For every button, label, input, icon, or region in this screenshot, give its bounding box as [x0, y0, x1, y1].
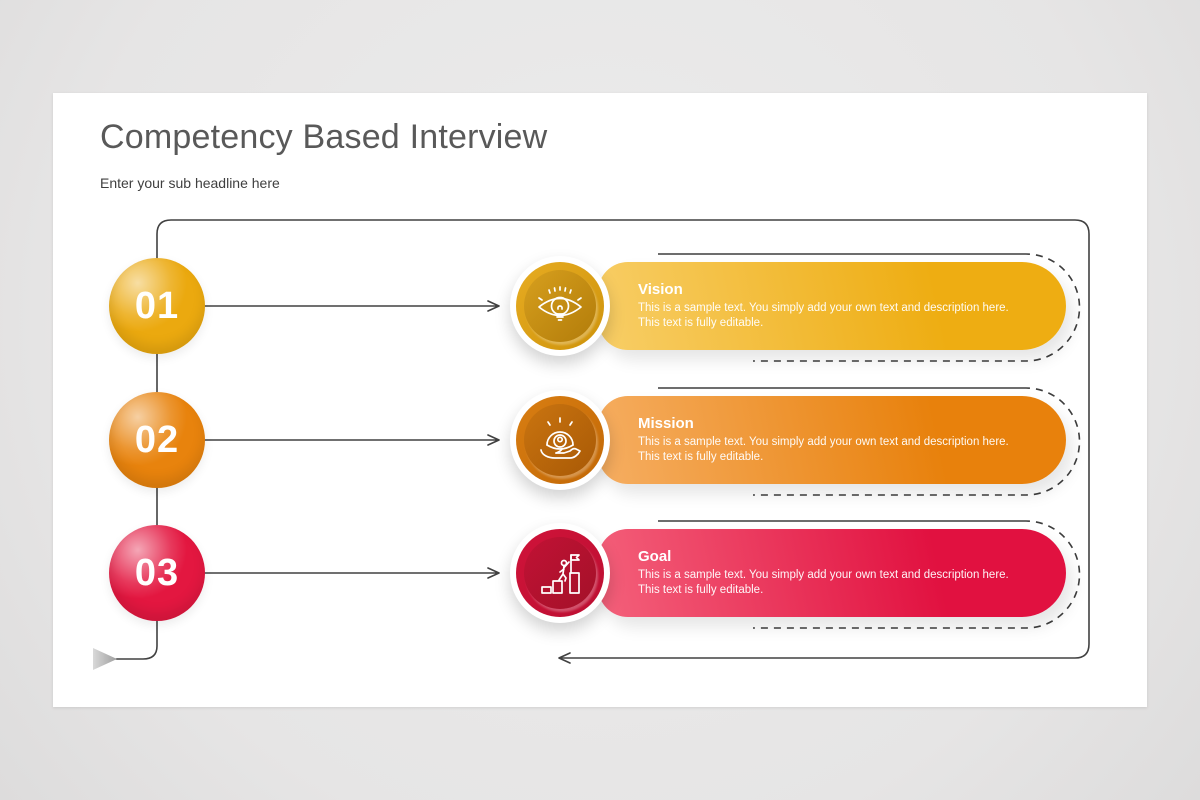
step-number-circle: 02 [109, 392, 205, 488]
pill-title: Goal [638, 548, 672, 566]
icon-badge [510, 256, 610, 356]
pill-description: This is a sample text. You simply add yo… [638, 302, 1009, 329]
step-number: 03 [134, 551, 180, 594]
step-number: 02 [134, 418, 180, 461]
step-number-circle: 03 [109, 525, 205, 621]
tail-end-marker [93, 648, 117, 670]
arrow-row3 [204, 567, 500, 579]
icon-badge [510, 523, 610, 623]
arrow-row2 [204, 434, 500, 446]
icon-badge-inner [516, 262, 604, 350]
pill-description: This is a sample text. You simply add yo… [638, 436, 1009, 463]
page-subtitle: Enter your sub headline here [100, 175, 280, 191]
goal-flag-steps-icon [541, 554, 580, 594]
info-pill: Goal This is a sample text. You simply a… [598, 529, 1066, 617]
step-number-circle: 01 [109, 258, 205, 354]
process-diagram: Vision This is a sample text. You simply… [53, 93, 1147, 707]
step-number: 01 [134, 284, 180, 327]
pill-title: Mission [638, 415, 694, 433]
hand-offering-icon [540, 417, 581, 459]
presentation-slide: Competency Based Interview Enter your su… [53, 93, 1147, 707]
page-title: Competency Based Interview [100, 118, 548, 156]
icon-badge-inner [516, 396, 604, 484]
arrow-row1 [204, 300, 500, 312]
icon-badge-inner [516, 529, 604, 617]
vision-eye-lightbulb-icon [538, 286, 582, 321]
icon-badge [510, 390, 610, 490]
main-loop-arrowhead [558, 652, 571, 664]
connector-03-tail [115, 620, 158, 660]
pill-title: Vision [638, 281, 683, 299]
info-pill: Vision This is a sample text. You simply… [598, 262, 1066, 350]
info-pill: Mission This is a sample text. You simpl… [598, 396, 1066, 484]
pill-description: This is a sample text. You simply add yo… [638, 569, 1009, 596]
